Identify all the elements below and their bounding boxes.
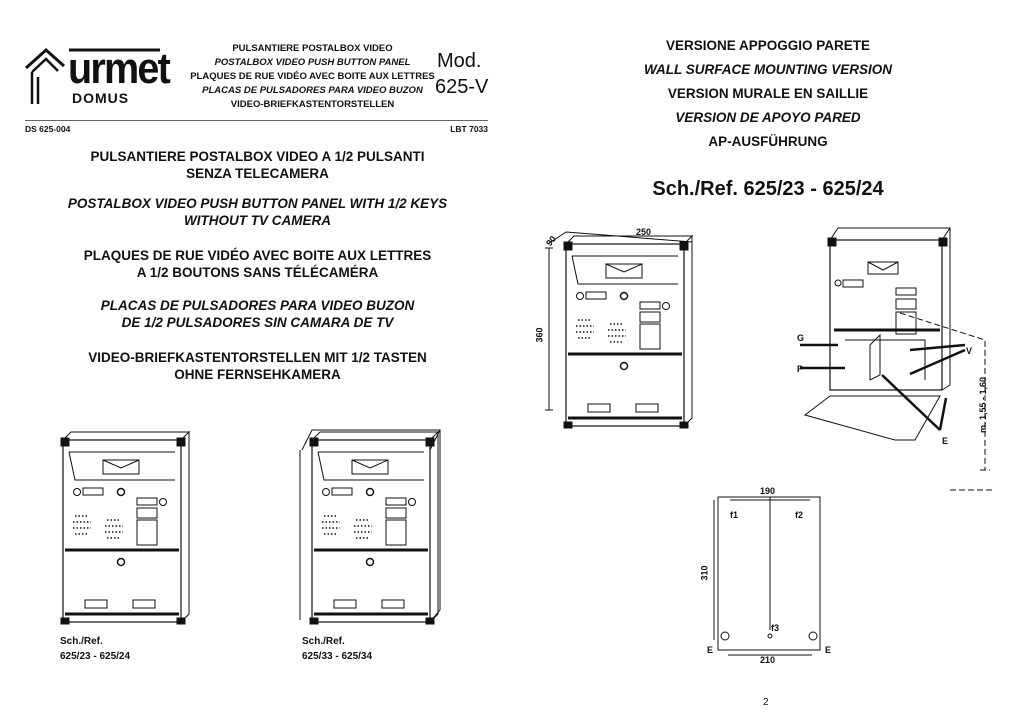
tpl-dim-height: 310 [699,565,710,581]
header-line-en: POSTALBOX VIDEO PUSH BUTTON PANEL [214,57,411,68]
right-heading-it: VERSIONE APPOGGIO PARETE [665,38,871,53]
dim-height: 360 [534,327,545,343]
header-line-de: VIDEO-BRIEFKASTENTORSTELLEN [230,99,395,110]
logo-sub: DOMUS [72,90,130,106]
header-divider [25,120,488,121]
mounting-template [713,496,821,656]
title-it: PULSANTIERE POSTALBOX VIDEO A 1/2 PULSAN… [90,149,425,181]
model-number: 625-V [435,76,489,98]
doc-code: DS 625-004 [25,124,71,134]
caption-1: Sch./Ref.625/23 - 625/24 [60,636,131,662]
page-number: 2 [763,697,769,708]
label-v: V [966,346,973,356]
header-line-es: PLACAS DE PULSADORES PARA VIDEO BUZON [202,85,423,96]
title-fr: PLAQUES DE RUE VIDÉO AVEC BOITE AUX LETT… [83,248,432,280]
right-heading-es: VERSION DE APOYO PARED [675,110,861,125]
right-heading-fr: VERSION MURALE EN SAILLIE [667,86,869,101]
label-f2: f2 [795,510,804,520]
header-line-it: PULSANTIERE POSTALBOX VIDEO [232,43,393,54]
label-e-right: E [825,645,832,655]
right-heading-en: WALL SURFACE MOUNTING VERSION [643,62,892,77]
urmet-logo: urmet DOMUS [24,46,171,108]
right-heading-de: AP-AUSFÜHRUNG [708,134,828,149]
panel-drawing-625-33 [308,430,440,626]
label-f1: f1 [730,510,739,520]
label-e: E [942,436,949,446]
title-en: POSTALBOX VIDEO PUSH BUTTON PANEL WITH 1… [67,196,448,228]
logo-brand: urmet [68,44,171,93]
lbt-code: LBT 7033 [450,124,488,134]
header-line-fr: PLAQUES DE RUE VIDÉO AVEC BOITE AUX LETT… [190,71,435,82]
dim-width: 250 [636,227,652,237]
label-e-left: E [707,645,714,655]
panel-drawing-dimensions [562,234,694,430]
panel-drawing-installation [800,227,995,491]
panel-drawing-625-23 [59,430,191,626]
tpl-dim-top: 190 [760,486,776,496]
house-roof-icon [24,47,160,104]
tpl-dim-bottom: 210 [760,655,776,665]
dim-mount-height: m. 1,55 - 1,60 [978,376,989,434]
title-de: VIDEO-BRIEFKASTENTORSTELLEN MIT 1/2 TAST… [88,350,427,382]
label-p: P [797,364,804,374]
mod-label: Mod. [437,50,482,72]
right-ref: Sch./Ref. 625/23 - 625/24 [652,178,884,200]
label-g: G [797,333,805,343]
caption-2: Sch./Ref.625/33 - 625/34 [302,636,373,662]
label-f3: f3 [771,623,780,633]
